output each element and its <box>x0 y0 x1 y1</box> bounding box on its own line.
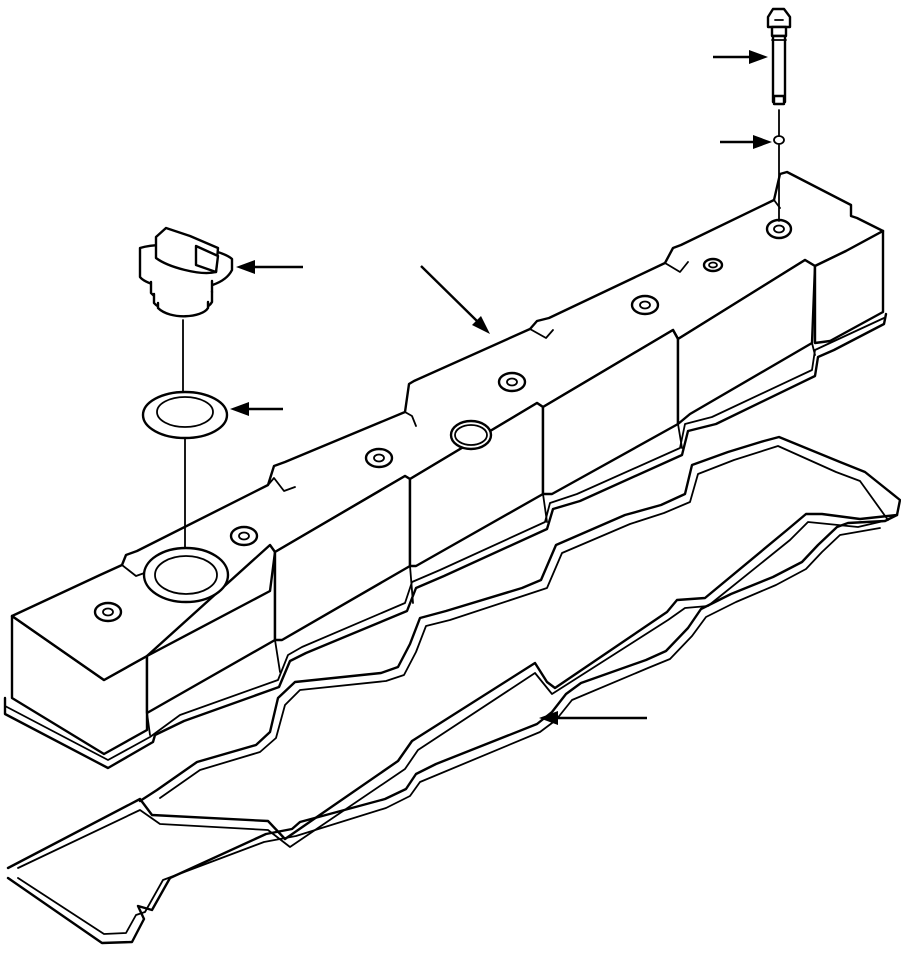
o-ring <box>773 109 785 222</box>
cap-seal-washer <box>141 390 229 549</box>
callout-arrow-stud <box>713 50 768 64</box>
callout-arrow-valve-cover <box>420 265 490 334</box>
callout-arrow-washer <box>230 402 283 416</box>
breather-stud <box>766 7 792 106</box>
bolt-holes <box>93 218 793 623</box>
valve-cover <box>3 170 888 770</box>
valve-cover-gasket <box>6 435 901 945</box>
callout-arrow-filler-cap <box>236 260 303 274</box>
callout-arrows <box>230 50 772 725</box>
callout-arrow-o-ring <box>720 135 772 149</box>
callout-arrow-gasket <box>539 711 647 725</box>
oil-filler-cap <box>138 226 234 395</box>
